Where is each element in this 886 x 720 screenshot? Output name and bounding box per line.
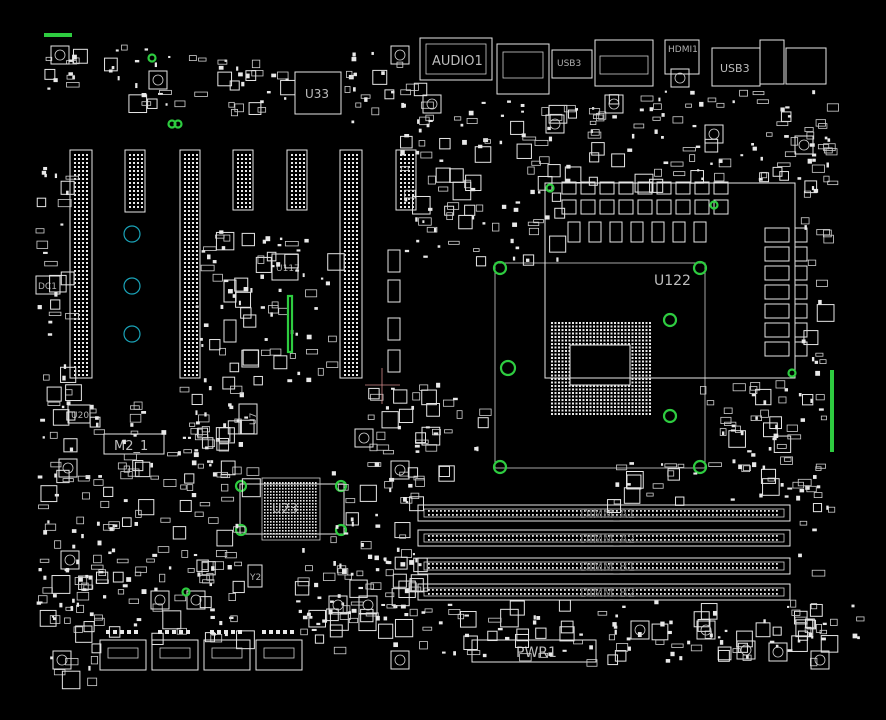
dp-connector xyxy=(594,39,654,87)
passive-components xyxy=(35,44,865,690)
pch-label: U23 xyxy=(272,502,298,517)
usb-label-b: USB3 xyxy=(720,62,750,75)
m2-slot: M2_1 xyxy=(103,433,165,455)
hdmi-label: HDMI1 xyxy=(668,45,698,55)
chip-u33: U33 xyxy=(294,71,342,115)
rear-io: AUDIO1 USB3 HDMI1 USB3 xyxy=(419,37,827,95)
cpu-pad-array xyxy=(551,322,651,415)
lan-connector xyxy=(496,43,550,95)
chip-u7: U7 xyxy=(238,403,259,435)
component-dc1: DC1 xyxy=(35,275,61,295)
crystal-y2: Y2 xyxy=(247,564,263,588)
dimm-label: DIMM_B1 xyxy=(580,560,635,574)
u33-label: U33 xyxy=(305,87,329,101)
header-mark xyxy=(44,33,72,37)
u117-label: U117 xyxy=(276,264,300,274)
audio-connector xyxy=(419,37,493,81)
dimm-label: DIMM_A1 xyxy=(580,507,635,521)
m2-label: M2_1 xyxy=(114,439,148,454)
dc1-label: DC1 xyxy=(38,282,57,292)
hdmi-connector xyxy=(664,39,700,75)
edge-strip xyxy=(830,370,834,452)
pcie-slots xyxy=(69,149,417,379)
chip-u23: U23 xyxy=(234,477,348,541)
fiducials xyxy=(123,225,141,343)
y2-label: Y2 xyxy=(249,573,261,583)
power-connector: PWR1 xyxy=(471,639,597,663)
dimm-label: DIMM_A2 xyxy=(580,532,635,546)
chip-u20: U20 xyxy=(67,404,91,424)
vrm-components xyxy=(561,181,808,357)
usb-label-a: USB3 xyxy=(557,59,581,69)
usb-connector-a xyxy=(551,49,593,79)
cpu-label: U122 xyxy=(654,273,691,289)
audio-label: AUDIO1 xyxy=(432,54,483,69)
dimm-label: DIMM_B2 xyxy=(580,586,635,600)
u20-label: U20 xyxy=(71,411,89,421)
u7-label: U7 xyxy=(249,413,259,425)
bottom-usb-headers xyxy=(99,630,303,671)
cpu-socket: U122 xyxy=(492,182,796,475)
